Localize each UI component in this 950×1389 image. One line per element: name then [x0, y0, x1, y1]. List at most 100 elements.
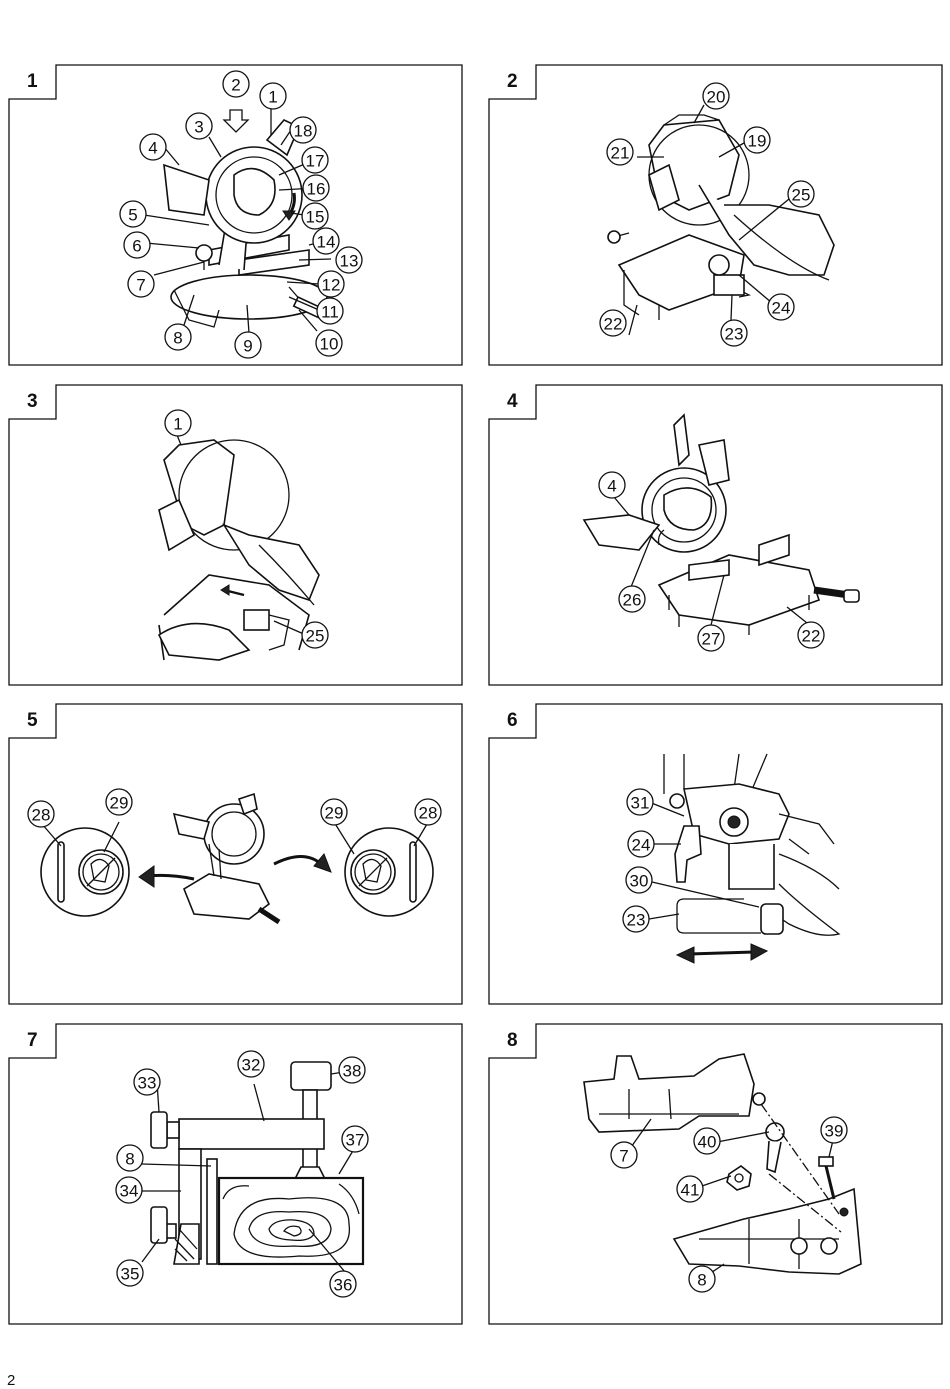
svg-text:25: 25: [306, 627, 325, 646]
svg-text:1: 1: [268, 88, 277, 107]
svg-text:21: 21: [611, 144, 630, 163]
callout: 10: [315, 329, 343, 357]
figure-2: 2 20 19 21 25 24 22 23: [488, 64, 943, 366]
vise-mounting-exploded-illustration: [583, 1053, 862, 1280]
figure-number: 8: [507, 1030, 518, 1051]
svg-text:22: 22: [802, 627, 821, 646]
svg-text:33: 33: [138, 1074, 157, 1093]
callout: 6: [123, 231, 151, 259]
callout: 1: [164, 409, 192, 437]
figure-1: 1: [8, 64, 463, 366]
callout: 35: [116, 1259, 144, 1287]
saw-lock-pin-illustration: [157, 434, 320, 661]
svg-text:4: 4: [148, 139, 157, 158]
svg-text:23: 23: [725, 325, 744, 344]
svg-text:15: 15: [306, 208, 325, 227]
callout: 7: [127, 270, 155, 298]
svg-text:14: 14: [317, 233, 336, 252]
figure-4: 4 4 26 27 22: [488, 384, 943, 686]
callout: 25: [787, 180, 815, 208]
svg-text:6: 6: [132, 237, 141, 256]
callout: 11: [316, 297, 344, 325]
callout: 33: [133, 1068, 161, 1096]
callout: 22: [599, 309, 627, 337]
callout: 39: [820, 1116, 848, 1144]
callout: 8: [116, 1144, 144, 1172]
figure-number: 6: [507, 710, 518, 731]
svg-text:11: 11: [321, 303, 339, 322]
svg-text:25: 25: [792, 186, 811, 205]
callout: 4: [139, 133, 167, 161]
callout: 21: [606, 138, 634, 166]
svg-text:9: 9: [243, 337, 252, 356]
callout: 5: [119, 200, 147, 228]
callout: 28: [27, 800, 55, 828]
callout: 3: [185, 112, 213, 140]
svg-text:5: 5: [128, 206, 137, 225]
svg-text:2: 2: [231, 76, 240, 95]
dust-bag-installation-illustration: [582, 413, 860, 635]
svg-text:1: 1: [173, 415, 182, 434]
callout: 41: [676, 1175, 704, 1203]
svg-text:7: 7: [136, 276, 145, 295]
callout: 26: [618, 585, 646, 613]
callout: 38: [338, 1056, 366, 1084]
callout: 4: [598, 471, 626, 499]
callout: 19: [743, 126, 771, 154]
callout: 7: [610, 1141, 638, 1169]
svg-text:22: 22: [604, 315, 623, 334]
svg-text:20: 20: [707, 88, 726, 107]
svg-text:29: 29: [110, 794, 129, 813]
svg-text:37: 37: [346, 1131, 365, 1150]
svg-text:23: 23: [627, 911, 646, 930]
callout: 32: [237, 1050, 265, 1078]
svg-text:28: 28: [32, 806, 51, 825]
svg-text:13: 13: [340, 252, 359, 271]
svg-text:28: 28: [419, 804, 438, 823]
figure-6: 6 31 24 30 23: [488, 703, 943, 1005]
callout: 37: [341, 1125, 369, 1153]
callout: 9: [234, 331, 262, 359]
svg-text:29: 29: [325, 804, 344, 823]
callout: 30: [625, 866, 653, 894]
figure-number: 1: [27, 71, 38, 92]
figure-frame: [488, 384, 943, 686]
callout: 1: [259, 82, 287, 110]
callout: 14: [312, 227, 340, 255]
figure-number: 7: [27, 1030, 38, 1051]
svg-text:17: 17: [306, 152, 325, 171]
svg-text:27: 27: [702, 630, 721, 649]
callout: 27: [697, 624, 725, 652]
callout: 12: [317, 270, 345, 298]
callout: 23: [720, 319, 748, 347]
figure-5: 5 28 29 29 28: [8, 703, 463, 1005]
figure-frame: [8, 1023, 463, 1325]
callout: 29: [105, 788, 133, 816]
callout: 13: [335, 246, 363, 274]
svg-text:18: 18: [294, 122, 313, 141]
svg-text:19: 19: [748, 132, 767, 151]
callout: 24: [627, 830, 655, 858]
figure-3: 3 1 25: [8, 384, 463, 686]
svg-text:8: 8: [697, 1271, 706, 1290]
callout: 34: [115, 1176, 143, 1204]
svg-text:7: 7: [619, 1147, 628, 1166]
callout: 18: [289, 116, 317, 144]
svg-text:16: 16: [307, 180, 326, 199]
callout: 31: [626, 788, 654, 816]
svg-text:30: 30: [630, 872, 649, 891]
figure-number: 4: [507, 391, 518, 412]
figure-frame: [8, 384, 463, 686]
page-number: 2: [7, 1372, 16, 1389]
callout: 20: [702, 82, 730, 110]
svg-text:24: 24: [772, 299, 791, 318]
callout: 16: [302, 174, 330, 202]
svg-text:26: 26: [623, 591, 642, 610]
callout: 8: [164, 323, 192, 351]
extension-holder-illustration: [648, 753, 841, 964]
svg-text:40: 40: [698, 1133, 717, 1152]
figure-number: 2: [507, 71, 518, 92]
callout: 40: [693, 1127, 721, 1155]
carrying-handle-illustration: [40, 792, 434, 925]
svg-text:12: 12: [322, 276, 341, 295]
